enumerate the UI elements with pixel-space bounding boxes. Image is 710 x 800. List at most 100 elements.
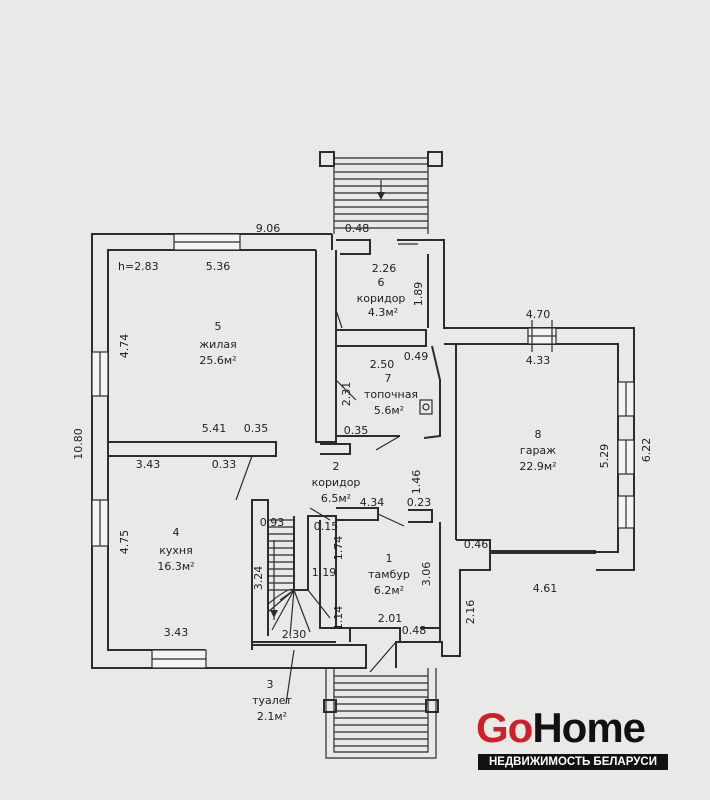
dim-stair-230: 2.30	[282, 628, 307, 641]
wall-1-south	[336, 627, 401, 642]
room-8-number: 8	[535, 428, 542, 441]
wall-5-east	[315, 250, 337, 443]
dim-corr-146: 1.46	[410, 470, 423, 495]
dim-r6-width: 2.26	[372, 262, 397, 275]
logo-go: Go	[476, 704, 533, 751]
dim-ceiling-height: h=2.83	[118, 260, 159, 273]
dim-r1-201: 2.01	[378, 612, 403, 625]
wall-2-1-east	[408, 509, 433, 523]
dim-wall-023: 0.23	[407, 496, 432, 509]
dim-wall-033: 0.33	[212, 458, 237, 471]
dim-r4-bottom: 3.43	[164, 626, 189, 639]
room-3-number: 3	[267, 678, 274, 691]
dim-wall-049: 0.49	[404, 350, 429, 363]
wall-5-4	[108, 441, 277, 457]
porch-south	[323, 668, 439, 759]
room-4-name: кухня	[159, 544, 192, 557]
dim-r5-bottom: 5.41	[202, 422, 227, 435]
dim-wall-015: 0.15	[314, 520, 339, 533]
room-1-area: 6.2м²	[374, 584, 404, 597]
dim-r4-depth: 4.75	[118, 530, 131, 555]
room-7-number: 7	[385, 372, 392, 385]
wall-7-2-b	[320, 443, 351, 455]
room-2-number: 2	[333, 460, 340, 473]
dim-total-depth: 10.80	[72, 428, 85, 460]
dim-r4-top: 3.43	[136, 458, 161, 471]
furnace-icon	[419, 399, 433, 415]
garage-north-outer	[444, 327, 635, 571]
windows	[91, 233, 635, 669]
dim-garage-depth: 5.29	[598, 444, 611, 469]
room-4-area: 16.3м²	[157, 560, 194, 573]
toilet-wall	[319, 520, 351, 642]
entry-arrow-north-icon	[377, 192, 385, 200]
porch-north	[319, 151, 443, 234]
dim-r7-width: 2.50	[370, 358, 395, 371]
room-6-name: коридор	[357, 292, 406, 305]
stair-arrow-icon	[270, 610, 278, 618]
room-2-name: коридор	[312, 476, 361, 489]
room-3-name: туалет	[252, 694, 292, 707]
wall-6-7	[336, 329, 427, 347]
dim-porch-048: 0.48	[345, 222, 370, 235]
dim-stair-093: 0.93	[260, 516, 285, 529]
staircase	[267, 519, 331, 637]
room-8-area: 22.9м²	[519, 460, 556, 473]
logo-wordmark: GoHome	[476, 704, 646, 751]
room-7-area: 5.6м²	[374, 404, 404, 417]
room-3-area: 2.1м²	[257, 710, 287, 723]
dim-r1-048: 0.48	[402, 624, 427, 637]
dim-garage-depth-outer: 6.22	[640, 438, 653, 463]
door-swings	[235, 243, 418, 673]
stair-steps	[268, 519, 294, 591]
dim-stair-324: 3.24	[252, 566, 265, 591]
wall-7-east	[444, 343, 457, 540]
logo-home: Home	[532, 704, 646, 751]
room-5-area: 25.6м²	[199, 354, 236, 367]
south-wall-east	[395, 556, 491, 668]
dim-r1-306: 3.06	[420, 562, 433, 587]
dim-garage-width-inner: 4.33	[526, 354, 551, 367]
room-1-name: тамбур	[368, 568, 410, 581]
dim-wall-035-b: 0.35	[344, 424, 369, 437]
dim-stair-174: 1.74	[332, 536, 345, 561]
dim-r6-depth: 1.89	[412, 282, 425, 307]
outer-wall-west	[91, 233, 332, 669]
dim-stair-119: 1.19	[312, 566, 337, 579]
dim-corr-434: 4.34	[360, 496, 385, 509]
room-5-name: жилая	[199, 338, 236, 351]
dim-r7-depth: 2.31	[340, 382, 353, 407]
dimension-ticks	[285, 320, 553, 705]
room-8-name: гараж	[520, 444, 556, 457]
room-7-name: топочная	[364, 388, 418, 401]
dim-top-width: 9.06	[256, 222, 281, 235]
dim-garage-width-outer: 4.70	[526, 308, 551, 321]
stair-wall	[251, 499, 269, 650]
room-5-number: 5	[215, 320, 222, 333]
dim-r5-depth: 4.74	[118, 334, 131, 359]
dim-wall-035-a: 0.35	[244, 422, 269, 435]
wall-7-east-inner	[423, 345, 441, 439]
dimension-labels: 9.06 h=2.83 5.36 4.74 10.80 5.41 0.35 3.…	[72, 222, 653, 641]
dim-ext-216: 2.16	[464, 600, 477, 625]
room-4-number: 4	[173, 526, 180, 539]
dim-garage-bottom: 4.61	[533, 582, 558, 595]
room-6-area: 4.3м²	[368, 306, 398, 319]
dim-stair-114: 1.14	[332, 606, 345, 631]
stair-wall-core	[293, 515, 337, 628]
room-1-number: 1	[386, 552, 393, 565]
dim-r5-width: 5.36	[206, 260, 231, 273]
room-6-number: 6	[378, 276, 385, 289]
logo-tagline: НЕДВИЖИМОСТЬ БЕЛАРУСИ	[478, 754, 668, 770]
outer-wall-south	[204, 644, 367, 669]
room-2-area: 6.5м²	[321, 492, 351, 505]
wall-2-1	[336, 507, 379, 521]
room-labels: 5 жилая 25.6м² 6 коридор 4.3м² 7 топочна…	[157, 276, 556, 723]
garage-sw	[456, 539, 491, 556]
dim-wall-046: 0.46	[464, 538, 489, 551]
gohome-logo: GoHome НЕДВИЖИМОСТЬ БЕЛАРУСИ	[476, 706, 672, 776]
wall-6-top	[336, 239, 371, 255]
wall-6-east-top	[397, 239, 618, 329]
